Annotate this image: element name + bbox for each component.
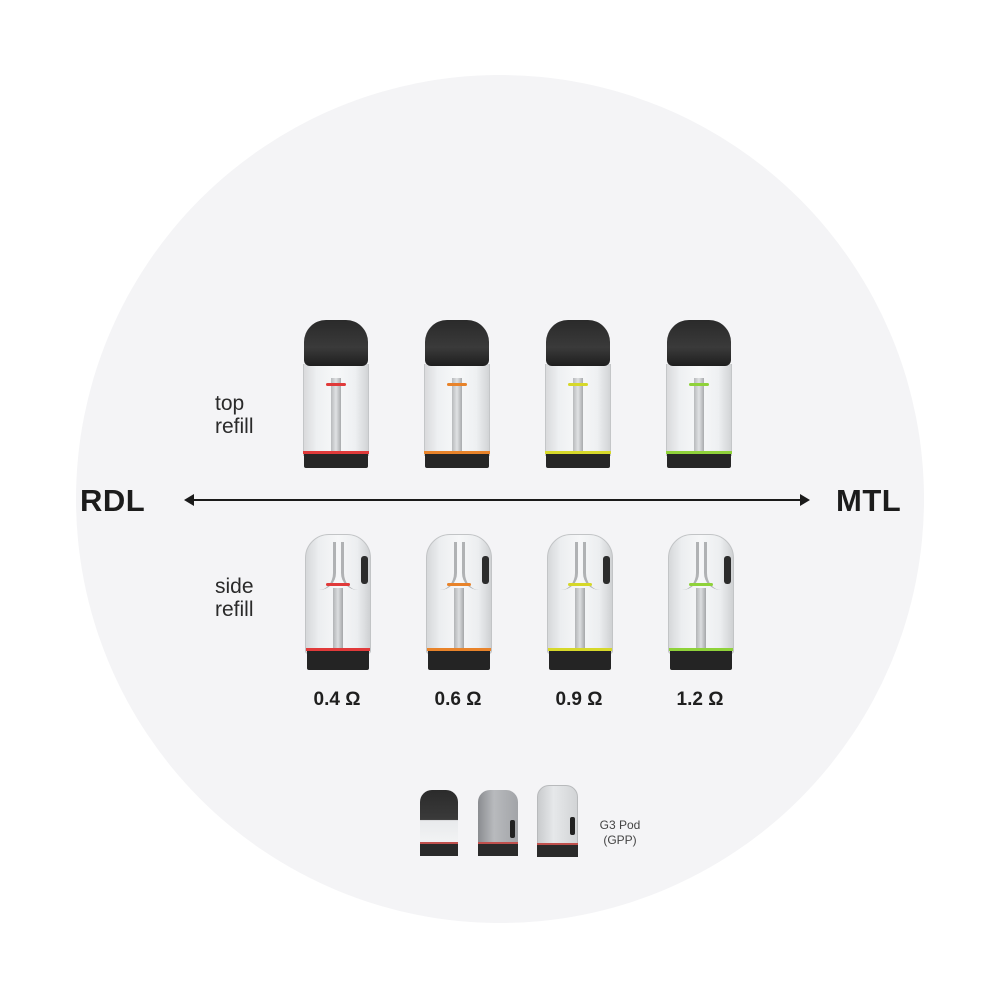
arrow-shaft <box>192 499 802 501</box>
side-refill-pod-image <box>547 534 613 670</box>
resistance-label: 0.4 Ω <box>313 689 361 710</box>
top-refill-pod-image <box>545 320 611 468</box>
g3-pod-dark-image <box>420 790 458 856</box>
side-refill-pod-image <box>426 534 492 670</box>
g3-pod-clear-image <box>537 785 578 857</box>
side-refill-pod-image <box>668 534 734 670</box>
arrow-right-head <box>800 494 810 506</box>
top-refill-line1: top <box>215 392 245 415</box>
resistance-label: 1.2 Ω <box>676 689 724 710</box>
side-refill-line2: refill <box>215 598 254 621</box>
top-refill-pod-image <box>303 320 369 468</box>
side-refill-line1: side <box>215 575 254 598</box>
g3-pod-label: G3 Pod (GPP) <box>590 818 650 848</box>
resistance-label: 0.6 Ω <box>434 689 482 710</box>
top-refill-pod-image <box>666 320 732 468</box>
g3-pod-label-line2: (GPP) <box>603 833 637 847</box>
rdl-label: RDL <box>80 483 146 518</box>
g3-pod-smoke-image <box>478 790 518 856</box>
top-refill-line2: refill <box>215 415 254 438</box>
resistance-label: 0.9 Ω <box>555 689 603 710</box>
top-refill-label: top refill <box>215 392 254 438</box>
mtl-label: MTL <box>836 483 902 518</box>
top-refill-pod-image <box>424 320 490 468</box>
side-refill-label: side refill <box>215 575 254 621</box>
g3-pod-label-line1: G3 Pod <box>599 818 641 832</box>
side-refill-pod-image <box>305 534 371 670</box>
arrow-left-head <box>184 494 194 506</box>
